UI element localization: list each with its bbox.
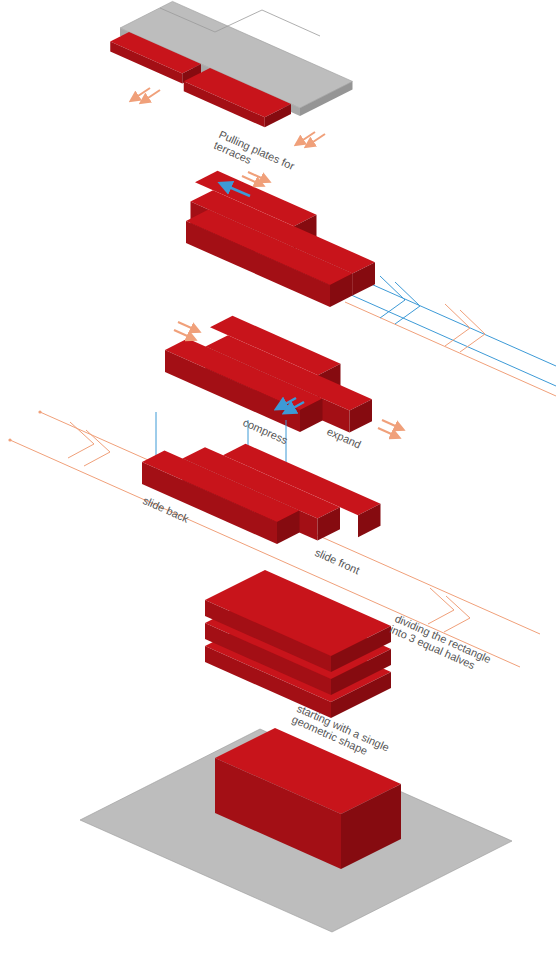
annotation-label: dividing the rectangle into 3 equal halv… (388, 612, 498, 679)
terrace-step (110, 1, 352, 146)
slide-step (8, 410, 540, 667)
annotation-label: slide front (313, 546, 382, 585)
divided-slabs (205, 570, 391, 718)
annotation-label: slide back (141, 494, 210, 533)
annotation-label: starting with a single geometric shape (290, 702, 419, 777)
annotation-label: expand (325, 425, 385, 460)
annotation-label: compress (241, 416, 310, 455)
compress-expand-step (165, 316, 402, 437)
base-volume (80, 728, 512, 932)
annotation-label: Pulling plates for terraces (212, 128, 304, 187)
